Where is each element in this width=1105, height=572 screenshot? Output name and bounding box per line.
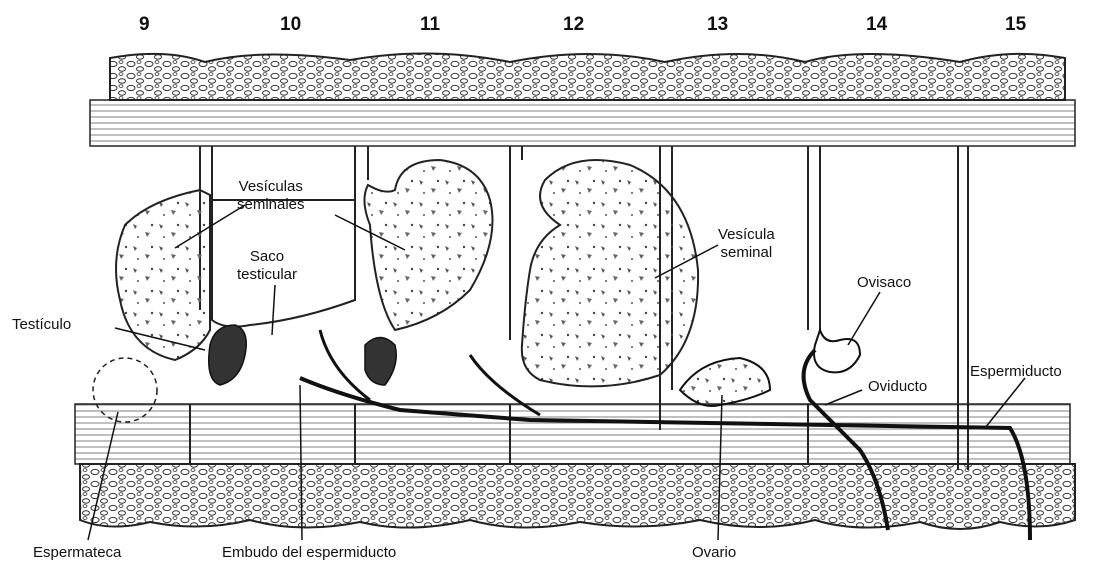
label-ovisaco: Ovisaco (857, 274, 911, 292)
label-ovario: Ovario (692, 544, 736, 562)
label-saco-testicular-line1: Saco (237, 248, 297, 266)
label-embudo-del-espermiducto: Embudo del espermiducto (222, 544, 396, 562)
sperm-duct-branch (320, 330, 540, 415)
label-saco-testicular: Saco testicular (237, 248, 297, 284)
testis (209, 325, 247, 385)
label-testiculo: Testículo (12, 316, 71, 334)
segment-number-10: 10 (280, 14, 301, 36)
seminal-vesicle-left (116, 190, 210, 360)
label-espermiducto: Espermiducto (970, 363, 1062, 381)
label-oviducto: Oviducto (868, 378, 927, 396)
segment-number-11: 11 (420, 14, 440, 36)
label-vesiculas-seminales-line1: Vesículas (237, 178, 305, 196)
top-epidermis (110, 53, 1065, 100)
bottom-muscle (75, 404, 1070, 464)
label-espermateca: Espermateca (33, 544, 121, 562)
segment-number-9: 9 (139, 14, 150, 36)
seminal-vesicle-11 (364, 160, 492, 330)
label-vesiculas-seminales-line2: seminales (237, 196, 305, 214)
bottom-epidermis (80, 464, 1075, 529)
label-vesicula-seminal: Vesícula seminal (718, 226, 775, 262)
segment-number-13: 13 (707, 14, 728, 36)
label-vesicula-seminal-line1: Vesícula (718, 226, 775, 244)
label-saco-testicular-line2: testicular (237, 266, 297, 284)
sperm-funnel-10 (365, 338, 396, 386)
top-muscle (90, 100, 1075, 146)
segment-number-12: 12 (563, 14, 584, 36)
segment-number-15: 15 (1005, 14, 1026, 36)
ovary (680, 358, 770, 406)
label-vesiculas-seminales: Vesículas seminales (237, 178, 305, 214)
segment-number-14: 14 (866, 14, 887, 36)
label-vesicula-seminal-line2: seminal (718, 244, 775, 262)
